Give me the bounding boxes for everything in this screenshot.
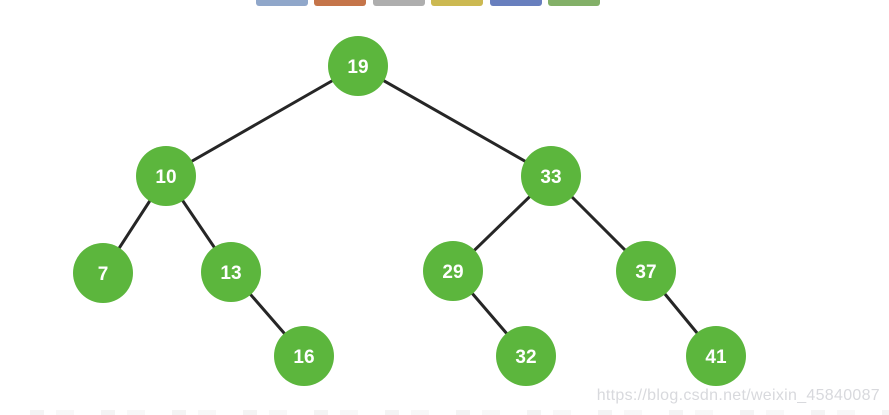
tree-node-label: 19 <box>347 57 368 78</box>
tree-node-label: 33 <box>540 167 561 188</box>
tree-node-circle <box>686 326 746 386</box>
cutoff-caption-artifacts <box>30 410 889 415</box>
tree-node-label: 7 <box>98 264 109 285</box>
legend-chip-strip <box>0 0 889 8</box>
tree-node-29: 29 <box>423 241 483 301</box>
tree-node-circle <box>496 326 556 386</box>
tree-node-circle <box>616 241 676 301</box>
tree-edge-19-33 <box>356 64 553 178</box>
tree-node-circle <box>521 146 581 206</box>
green-chip <box>548 0 600 6</box>
tree-node-circle <box>136 146 196 206</box>
tree-node-label: 29 <box>442 262 463 283</box>
gray-chip <box>372 0 425 6</box>
tree-node-label: 10 <box>155 167 176 188</box>
tree-node-10: 10 <box>136 146 196 206</box>
tree-node-label: 41 <box>705 347 727 368</box>
tree-node-label: 13 <box>220 263 241 284</box>
tree-edge-19-10 <box>164 64 360 178</box>
tree-node-13: 13 <box>201 242 261 302</box>
tree-node-label: 16 <box>293 347 314 368</box>
tree-node-label: 32 <box>515 347 536 368</box>
orange-chip <box>314 0 367 6</box>
blue-chip <box>489 0 542 6</box>
tree-node-circle <box>423 241 483 301</box>
tree-node-7: 7 <box>73 243 133 303</box>
tree-node-circle <box>201 242 261 302</box>
blue-gray-chip <box>256 0 308 6</box>
tree-node-16: 16 <box>274 326 334 386</box>
tree-node-circle <box>274 326 334 386</box>
yellow-chip <box>431 0 484 6</box>
tree-node-label: 37 <box>635 262 656 283</box>
tree-node-37: 37 <box>616 241 676 301</box>
tree-node-circle <box>328 36 388 96</box>
tree-node-circle <box>73 243 133 303</box>
csdn-watermark: https://blog.csdn.net/weixin_45840087 <box>596 387 880 404</box>
tree-node-33: 33 <box>521 146 581 206</box>
tree-node-32: 32 <box>496 326 556 386</box>
tree-node-19: 19 <box>328 36 388 96</box>
tree-node-41: 41 <box>686 326 746 386</box>
